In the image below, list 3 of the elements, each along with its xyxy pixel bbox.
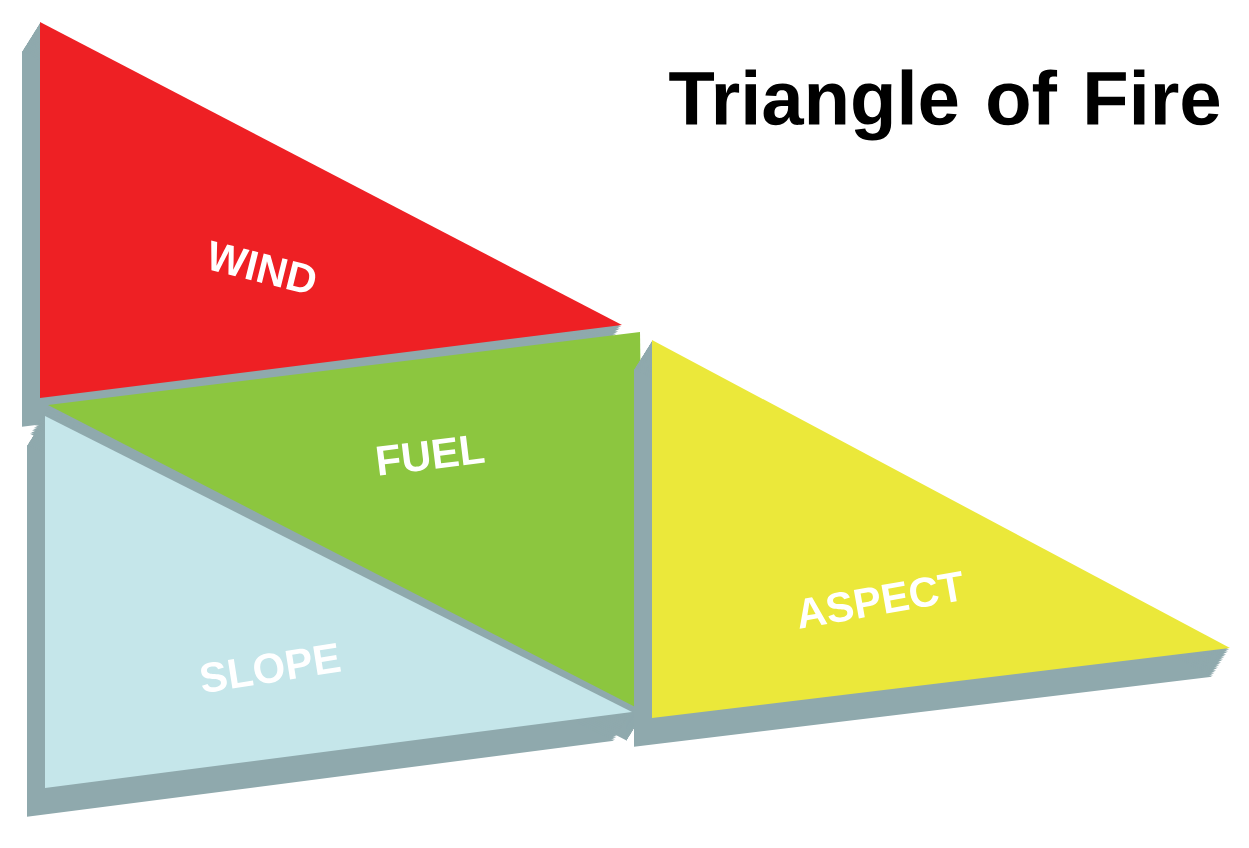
node-label: FUEL bbox=[376, 435, 485, 476]
triangle: ASPECT bbox=[634, 340, 1230, 747]
title: Triangle of Fire bbox=[669, 69, 1220, 141]
